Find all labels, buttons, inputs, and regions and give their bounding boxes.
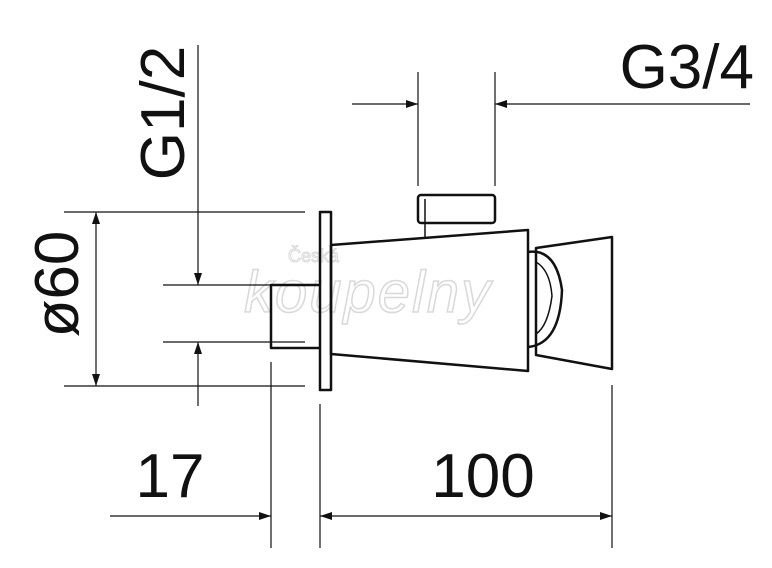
outlet-connector	[416, 193, 497, 225]
handle-knob	[527, 250, 564, 349]
dimension-labels: G3/4 G1/2 ø60 17 100	[23, 33, 754, 511]
watermark-line2: koupelny	[244, 260, 493, 325]
handle-knob-inner	[535, 261, 553, 335]
label-body-length: 100	[431, 442, 534, 511]
label-flange-diameter: ø60	[23, 231, 92, 338]
watermark: Česká koupelny	[243, 245, 493, 326]
watermark-line1: Česká	[288, 245, 340, 266]
label-inlet-length: 17	[136, 442, 205, 511]
valve-outline	[269, 193, 614, 392]
handle-cap	[534, 235, 614, 371]
label-inlet-thread: G1/2	[129, 46, 198, 180]
valve-body	[329, 228, 530, 373]
label-outlet-thread: G3/4	[620, 33, 754, 102]
dimension-lines	[64, 45, 750, 548]
